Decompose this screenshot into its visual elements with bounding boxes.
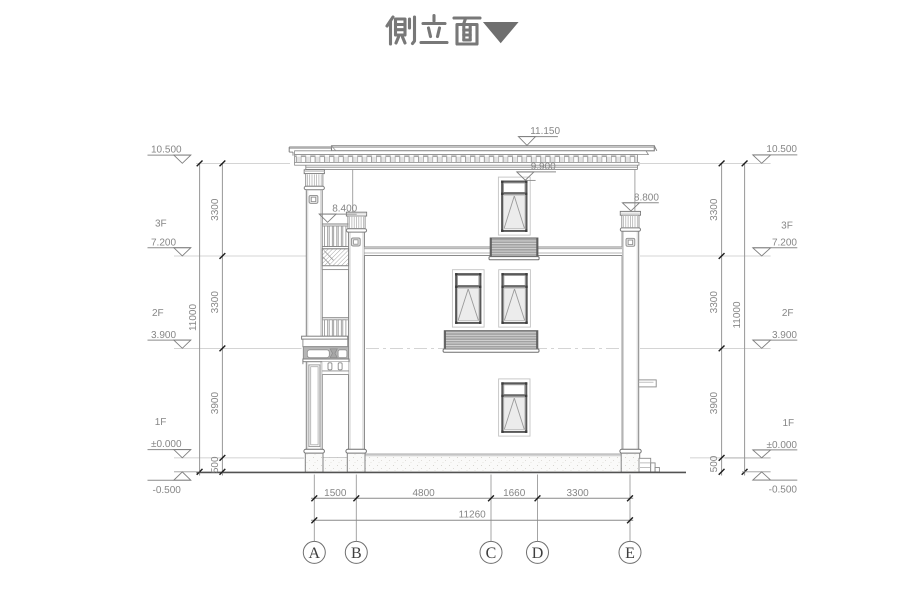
svg-text:3F: 3F <box>155 219 167 230</box>
svg-text:3300: 3300 <box>210 291 221 314</box>
svg-text:1F: 1F <box>155 417 167 428</box>
svg-text:B: B <box>351 545 362 562</box>
svg-text:3300: 3300 <box>210 198 221 221</box>
svg-text:4800: 4800 <box>412 488 435 499</box>
svg-text:-0.500: -0.500 <box>153 485 182 496</box>
svg-text:-0.500: -0.500 <box>769 485 798 496</box>
svg-text:500: 500 <box>210 456 221 473</box>
svg-text:500: 500 <box>709 455 720 472</box>
svg-text:3.900: 3.900 <box>151 330 176 341</box>
svg-text:10.500: 10.500 <box>151 144 182 155</box>
svg-text:3300: 3300 <box>709 291 720 314</box>
svg-text:2F: 2F <box>782 308 794 319</box>
svg-text:8.800: 8.800 <box>634 192 659 203</box>
svg-text:3300: 3300 <box>709 198 720 221</box>
svg-text:1660: 1660 <box>503 488 526 499</box>
svg-text:±0.000: ±0.000 <box>151 439 182 450</box>
svg-text:1F: 1F <box>782 418 794 429</box>
svg-text:7.200: 7.200 <box>772 237 797 248</box>
svg-text:E: E <box>625 545 635 562</box>
svg-text:10.500: 10.500 <box>766 144 797 155</box>
svg-text:±0.000: ±0.000 <box>766 440 797 451</box>
svg-text:11.150: 11.150 <box>530 126 560 137</box>
svg-text:7.200: 7.200 <box>151 237 176 248</box>
svg-text:8.400: 8.400 <box>332 204 357 215</box>
svg-text:3.900: 3.900 <box>772 330 797 341</box>
svg-text:3900: 3900 <box>210 392 221 415</box>
svg-text:C: C <box>486 545 497 562</box>
svg-text:11260: 11260 <box>459 510 487 521</box>
svg-text:11000: 11000 <box>188 304 199 332</box>
svg-text:3300: 3300 <box>566 488 589 499</box>
svg-text:9.900: 9.900 <box>531 161 556 172</box>
svg-text:2F: 2F <box>152 308 164 319</box>
svg-text:11000: 11000 <box>732 301 743 329</box>
svg-text:3900: 3900 <box>709 392 720 415</box>
svg-text:A: A <box>309 545 321 562</box>
svg-text:D: D <box>532 545 544 562</box>
svg-text:3F: 3F <box>781 220 793 231</box>
svg-text:1500: 1500 <box>324 488 347 499</box>
